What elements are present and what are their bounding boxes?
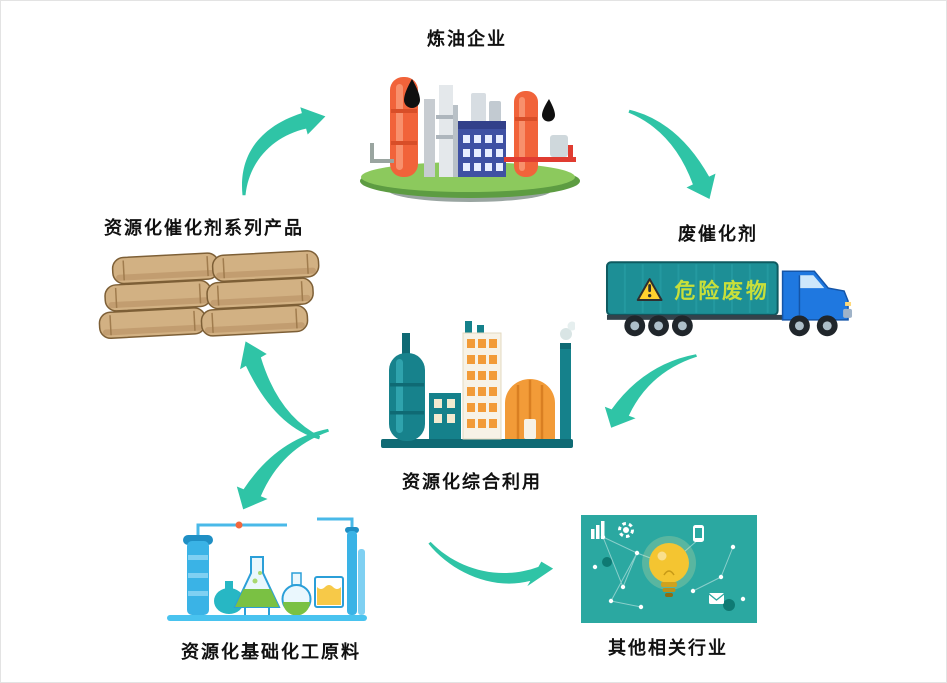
- label-catalyst-products: 资源化催化剂系列产品: [104, 218, 304, 238]
- other-industries-illustration: [581, 515, 757, 623]
- dome-silo-icon: [505, 379, 555, 439]
- oil-drop-icon: [542, 99, 555, 122]
- refinery-illustration: [354, 57, 586, 207]
- factory-block: [429, 393, 461, 439]
- recycling-plant-svg: [381, 321, 575, 448]
- recycling-plant-illustration: [379, 317, 575, 459]
- truck-cab: [781, 270, 853, 321]
- label-refinery: 炼油企业: [427, 29, 507, 49]
- label-other-industries: 其他相关行业: [608, 638, 728, 658]
- container-hazard-text: 危险废物: [673, 279, 769, 303]
- truck-wheels-icon: [624, 315, 838, 337]
- catalyst-bags-illustration: [96, 247, 324, 339]
- chart-icon: [591, 521, 605, 539]
- arrow-products-to-refinery: [229, 99, 329, 204]
- oil-drop-icon: [404, 79, 420, 108]
- label-waste-catalyst: 废催化剂: [678, 224, 758, 244]
- office-building: [462, 321, 502, 440]
- envelope-icon: [708, 593, 725, 604]
- lightbulb-icon: [642, 536, 696, 597]
- arrow-recycling-to-chemicals: [231, 421, 337, 513]
- catalyst-bags-svg: [98, 250, 320, 339]
- storage-tank-icon: [389, 353, 425, 441]
- label-recycling: 资源化综合利用: [402, 472, 542, 492]
- arrow-waste-to-recycling: [599, 347, 705, 431]
- refinery-building: [458, 121, 506, 177]
- chimney-icon: [560, 321, 575, 439]
- flask-icon: [233, 556, 281, 615]
- phone-icon: [693, 525, 704, 542]
- round-flask-icon: [281, 572, 312, 616]
- bag-stack: [98, 250, 320, 339]
- distillation-tower-icon: [514, 91, 538, 177]
- arrow-refinery-to-waste: [621, 101, 721, 203]
- beaker-icon: [314, 576, 344, 608]
- refinery-illustration-svg: [360, 77, 580, 202]
- other-industries-svg: [581, 515, 757, 623]
- chemical-plant-illustration: [167, 507, 367, 629]
- waste-truck-svg: 危险废物: [605, 261, 853, 337]
- cargo-container: 危险废物: [605, 261, 779, 316]
- arrow-chemicals-to-other: [416, 530, 562, 605]
- twin-columns-icon: [345, 527, 365, 615]
- hazard-warning-icon: [636, 278, 663, 301]
- label-chemical-materials: 资源化基础化工原料: [181, 642, 361, 662]
- gear-icon: [618, 522, 634, 538]
- arrow-recycling-to-products: [235, 337, 327, 449]
- distillation-column-icon: [183, 535, 213, 615]
- chemical-plant-svg: [167, 517, 367, 621]
- waste-truck-illustration: 危险废物: [605, 259, 855, 341]
